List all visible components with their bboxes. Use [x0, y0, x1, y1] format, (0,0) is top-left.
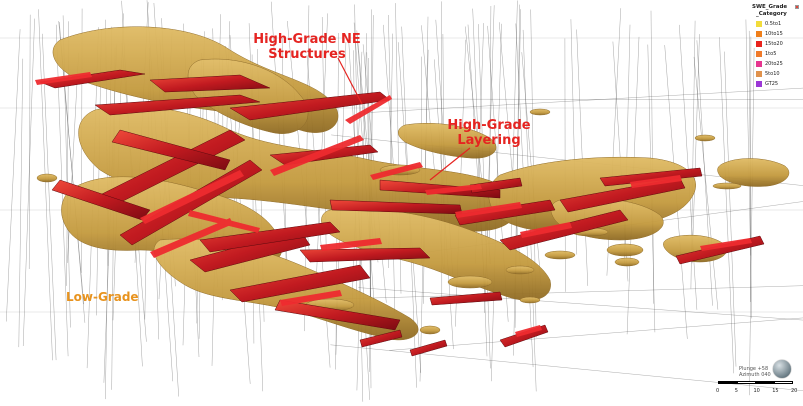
callout-line-2: Structures — [268, 47, 346, 62]
callout-leaders — [337, 57, 471, 181]
view-orientation: Plunge +58 Azimuth 040 — [739, 366, 771, 378]
drillhole-trace — [287, 20, 311, 263]
scale-labels: 0 5 10 15 20 — [716, 388, 798, 396]
drillhole-trace — [650, 10, 654, 304]
drillhole-trace — [749, 47, 755, 396]
scale-tick-label: 10 — [753, 388, 760, 394]
high-grade-faces — [35, 72, 752, 337]
drillhole-trace — [724, 51, 737, 367]
high-grade-layering-callout: High-Grade Layering — [443, 118, 535, 148]
legend-label: 1to5 — [765, 50, 777, 57]
legend-label: 20to25 — [765, 60, 783, 67]
callout-line-1: High-Grade — [447, 118, 531, 133]
legend-item: 5to10 — [752, 69, 802, 78]
legend-swatch — [756, 80, 762, 87]
legend-swatch — [756, 40, 762, 47]
scale-segment — [718, 381, 737, 384]
scale-bar — [718, 381, 793, 387]
low-grade-callout: Low-Grade — [66, 290, 139, 304]
drillhole-trace — [679, 24, 698, 310]
legend-label: 0.5to1 — [765, 20, 782, 27]
grade-legend: SWE_Grade _Category 0.5to1 10to15 15to20 1t… — [752, 4, 802, 88]
legend-swatch — [756, 70, 762, 77]
legend-item: GT25 — [752, 79, 802, 88]
drillhole-trace — [18, 58, 24, 348]
legend-label: 10to15 — [765, 30, 783, 37]
legend-item: 10to15 — [752, 29, 802, 38]
legend-close-icon[interactable] — [795, 5, 799, 9]
drillhole-trace — [332, 98, 803, 100]
high-grade-ne-callout: High-Grade NE Structures — [252, 32, 362, 62]
azimuth-readout: Azimuth 040 — [739, 372, 771, 378]
legend-swatch — [756, 50, 762, 57]
drillhole-trace — [693, 56, 719, 310]
scale-segment — [756, 381, 774, 384]
legend-item: 0.5to1 — [752, 19, 802, 28]
drillhole-trace — [28, 14, 31, 270]
drillhole-trace — [334, 285, 803, 300]
scale-tick-label: 0 — [716, 388, 720, 394]
legend-label: GT25 — [765, 80, 779, 87]
legend-item: 1to5 — [752, 49, 802, 58]
orientation-globe-icon[interactable] — [773, 360, 791, 378]
legend-swatch — [756, 20, 762, 27]
drillhole-trace — [358, 287, 803, 321]
drillhole-trace — [321, 16, 327, 251]
scale-tick-label: 5 — [734, 388, 738, 394]
legend-label: 15to20 — [765, 40, 783, 47]
legend-title: SWE_Grade — [752, 4, 802, 11]
legend-label: 5to10 — [765, 70, 780, 77]
drillhole-trace — [719, 37, 734, 374]
drillhole-trace — [389, 317, 803, 351]
legend-swatch — [756, 30, 762, 37]
legend-item: 15to20 — [752, 39, 802, 48]
scale-segment — [774, 381, 793, 384]
scale-tick-label: 15 — [772, 388, 779, 394]
drillhole-trace — [22, 18, 35, 347]
drillhole-trace — [6, 29, 21, 322]
drillhole-trace — [691, 34, 700, 264]
legend-item: 20to25 — [752, 59, 802, 68]
callout-line-1: High-Grade NE — [253, 32, 361, 47]
scale-tick-label: 20 — [791, 388, 798, 394]
legend-swatch — [756, 60, 762, 67]
drillhole-trace — [367, 87, 803, 113]
drillhole-trace — [38, 9, 53, 361]
callout-line-2: Layering — [457, 133, 521, 148]
scale-segment — [737, 381, 756, 384]
drillhole-trace — [576, 29, 589, 286]
legend-subtitle: _Category — [756, 11, 787, 17]
plunge-readout: Plunge +58 — [739, 366, 769, 372]
drillhole-trace — [498, 22, 524, 297]
drillhole-trace — [42, 33, 57, 361]
